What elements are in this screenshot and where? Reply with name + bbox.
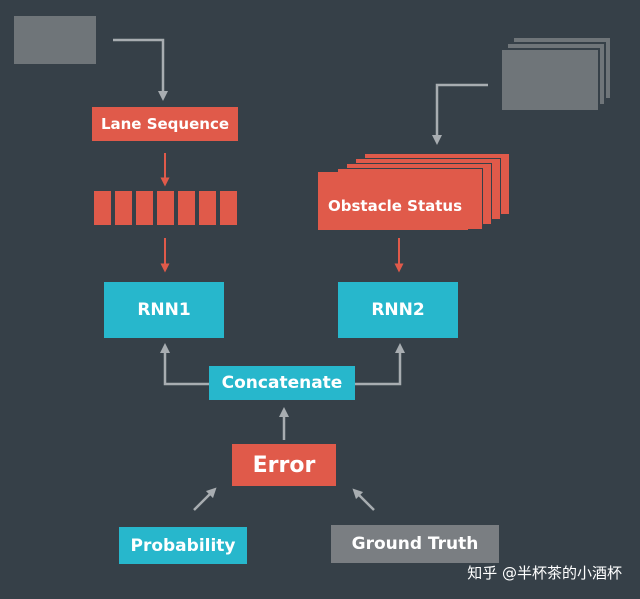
connector-input-to-lane-sequence	[113, 38, 168, 101]
obstacle-status-label: Obstacle Status	[328, 197, 463, 215]
ground-truth-label: Ground Truth	[351, 534, 479, 554]
connector-input-to-obstacle-status	[432, 83, 488, 145]
concatenate-label: Concatenate	[221, 373, 343, 393]
sequence-cell	[136, 191, 153, 225]
probability-node: Probability	[119, 527, 247, 564]
lane-sequence-label: Lane Sequence	[100, 115, 230, 133]
lane-sequence-node: Lane Sequence	[92, 107, 238, 141]
connector-concatenate-to-rnn2	[355, 343, 405, 386]
obstacle-status-node: Obstacle Status	[318, 172, 468, 230]
rnn1-label: RNN1	[137, 300, 191, 320]
ground-truth-node: Ground Truth	[331, 525, 499, 563]
placeholder-layer	[500, 48, 600, 112]
rnn2-label: RNN2	[371, 300, 425, 320]
concatenate-node: Concatenate	[209, 366, 355, 400]
sequence-cell	[199, 191, 216, 225]
connector-concatenate-to-rnn1	[160, 343, 209, 386]
arrow-ground-truth-to-error	[352, 488, 375, 511]
error-label: Error	[252, 452, 316, 478]
sequence-cell	[115, 191, 132, 225]
rnn2-node: RNN2	[338, 282, 458, 338]
sequence-cell	[157, 191, 174, 225]
lane-input-placeholder	[14, 16, 96, 64]
sequence-cell	[178, 191, 195, 225]
probability-label: Probability	[130, 535, 236, 556]
sequence-cell	[220, 191, 237, 225]
error-node: Error	[232, 444, 336, 486]
rnn1-node: RNN1	[104, 282, 224, 338]
watermark-text: 知乎 @半杯茶的小酒杯	[467, 564, 622, 582]
sequence-cell	[94, 191, 111, 225]
arrow-probability-to-error	[193, 487, 217, 511]
